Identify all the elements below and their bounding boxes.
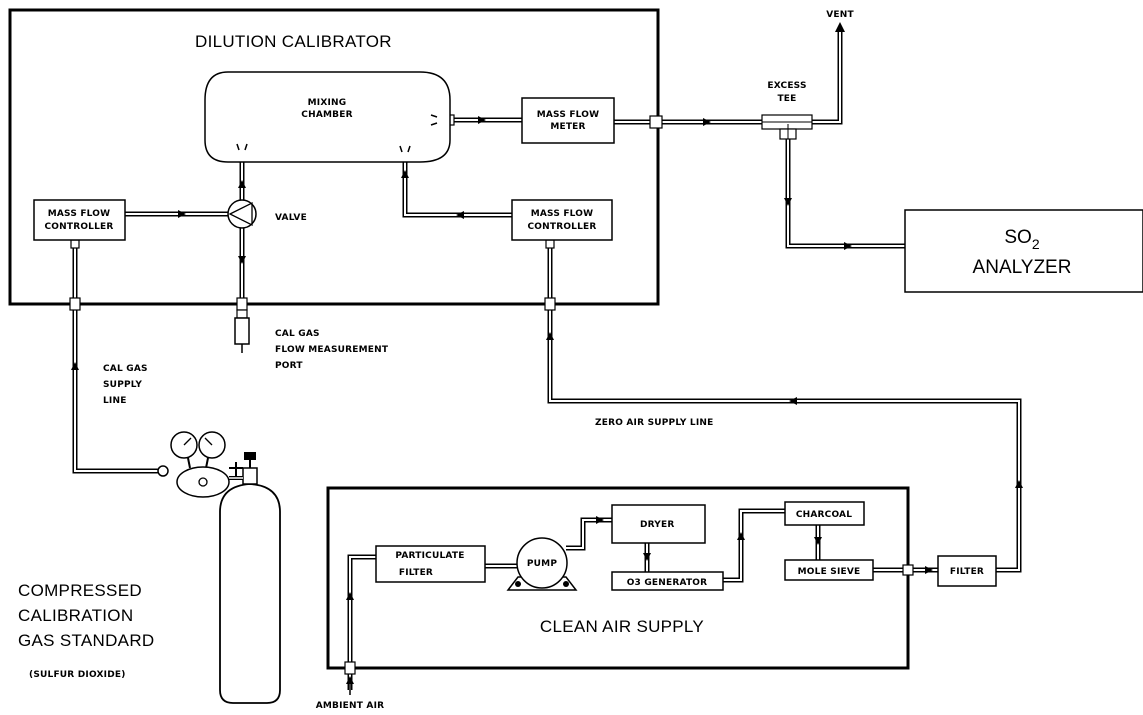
analyzer-label-1: SO2 bbox=[1004, 227, 1039, 252]
mole-sieve bbox=[784, 559, 874, 581]
mfc-right-label-2: CONTROLLER bbox=[527, 222, 596, 232]
clean-air-supply-title: CLEAN AIR SUPPLY bbox=[540, 617, 704, 636]
vent-arrow bbox=[835, 22, 845, 32]
chamber-stubs bbox=[236, 114, 438, 153]
excess-tee-label-1: EXCESS bbox=[767, 81, 806, 91]
charcoal-label: CHARCOAL bbox=[796, 510, 852, 520]
mass-flow-controller-left bbox=[33, 199, 126, 241]
o3-generator bbox=[611, 571, 724, 591]
dryer bbox=[611, 504, 706, 544]
compressed-label-3: GAS STANDARD bbox=[18, 631, 154, 650]
pump-label: PUMP bbox=[527, 559, 557, 569]
dilution-calibrator-enclosure bbox=[8, 8, 660, 306]
ambient-air-arrow bbox=[346, 676, 354, 695]
cal-supply-label-3: LINE bbox=[103, 396, 127, 406]
analyzer-label-2: ANALYZER bbox=[973, 257, 1072, 278]
mass-flow-meter-label-2: METER bbox=[550, 122, 585, 132]
sulfur-dioxide-label: (SULFUR DIOXIDE) bbox=[29, 670, 126, 680]
mass-flow-meter-label-1: MASS FLOW bbox=[537, 110, 600, 120]
particulate-label-2: FILTER bbox=[399, 568, 433, 578]
compressed-label-1: COMPRESSED bbox=[18, 581, 142, 600]
excess-tee-label-2: TEE bbox=[777, 94, 796, 104]
particulate-label-1: PARTICULATE bbox=[395, 551, 464, 561]
cal-gas-flow-port bbox=[234, 309, 250, 353]
cal-port-label-2: FLOW MEASUREMENT bbox=[275, 345, 389, 355]
ambient-air-label: AMBIENT AIR bbox=[316, 701, 385, 711]
so2-analyzer bbox=[904, 209, 1143, 293]
mole-sieve-label: MOLE SIEVE bbox=[798, 567, 861, 577]
compressed-label-2: CALIBRATION bbox=[18, 606, 133, 625]
cal-supply-label-1: CAL GAS bbox=[103, 364, 148, 374]
mixing-chamber-label-2: CHAMBER bbox=[301, 110, 352, 120]
mixing-chamber-label-1: MIXING bbox=[308, 98, 347, 108]
pressure-regulator bbox=[157, 431, 243, 498]
excess-tee bbox=[761, 114, 813, 140]
cal-port-label-1: CAL GAS bbox=[275, 329, 320, 339]
charcoal bbox=[784, 501, 865, 526]
mass-flow-meter bbox=[521, 97, 615, 144]
zero-air-line-label: ZERO AIR SUPPLY LINE bbox=[595, 418, 714, 428]
cal-supply-label-2: SUPPLY bbox=[103, 380, 142, 390]
mfc-left-label-1: MASS FLOW bbox=[48, 209, 111, 219]
gas-cylinder bbox=[219, 452, 281, 704]
filter bbox=[937, 555, 997, 587]
labels: DILUTION CALIBRATOR MIXING CHAMBER MASS … bbox=[18, 10, 1071, 711]
mfc-left-label-2: CONTROLLER bbox=[44, 222, 113, 232]
flow-arrows bbox=[71, 116, 1023, 600]
clean-air-supply-enclosure bbox=[326, 486, 910, 670]
vent-label: VENT bbox=[826, 10, 854, 20]
pump-symbol bbox=[506, 537, 578, 591]
particulate-filter bbox=[375, 545, 486, 583]
mixing-chamber bbox=[204, 71, 451, 163]
dryer-label: DRYER bbox=[640, 520, 675, 530]
gas-lines bbox=[72, 30, 1022, 690]
valve-symbol bbox=[227, 199, 257, 229]
mass-flow-controller-right bbox=[511, 199, 613, 241]
cal-port-label-3: PORT bbox=[275, 361, 303, 371]
dilution-calibrator-title: DILUTION CALIBRATOR bbox=[195, 32, 392, 51]
valve-label: VALVE bbox=[275, 213, 307, 223]
filter-label: FILTER bbox=[950, 567, 984, 577]
mfc-right-label-1: MASS FLOW bbox=[531, 209, 594, 219]
o3-generator-label: O3 GENERATOR bbox=[627, 578, 708, 588]
